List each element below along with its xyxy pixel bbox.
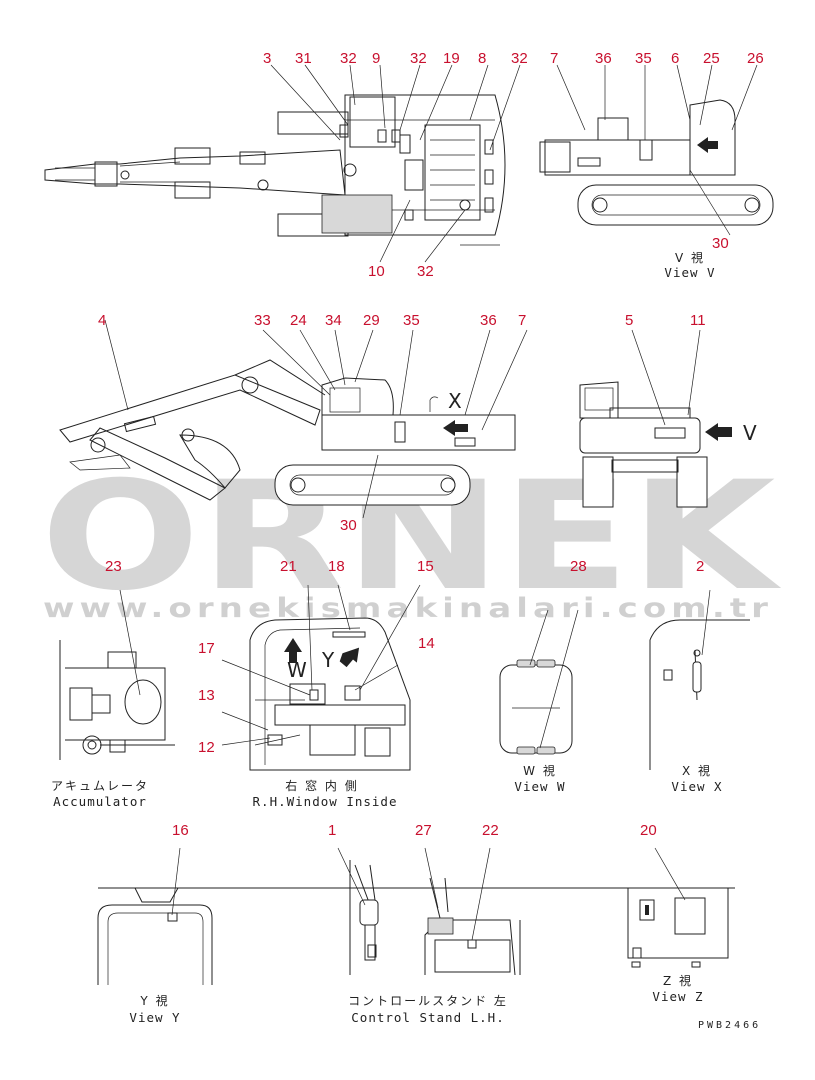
callout-10: 10 (368, 263, 385, 280)
rear-arrow-label: V (743, 421, 757, 445)
caption-control-stand-jp: コントロールスタンド 左 (348, 993, 508, 1008)
callout-5: 5 (625, 312, 633, 329)
callout-1: 1 (328, 822, 336, 839)
callout-23: 23 (105, 558, 122, 575)
window-letter-y: Y (321, 648, 335, 672)
view-x-drawing (649, 589, 750, 770)
caption-view-x-jp: X 視 (682, 763, 712, 778)
caption-view-w-jp: W 視 (523, 763, 557, 778)
callout-34: 34 (325, 312, 342, 329)
callout-35: 35 (403, 312, 420, 329)
callout-28: 28 (570, 558, 587, 575)
callout-32: 32 (340, 50, 357, 67)
callouts-rear-view: 5 11 (625, 312, 706, 329)
callout-36: 36 (595, 50, 612, 67)
callout-19: 19 (443, 50, 460, 67)
callout-12: 12 (198, 739, 215, 756)
callout-31: 31 (295, 50, 312, 67)
rear-view-drawing (579, 329, 732, 508)
callout-14: 14 (418, 635, 435, 652)
view-w-drawing (499, 609, 579, 755)
callout-9: 9 (372, 50, 380, 67)
callouts-side-view: 4 33 24 34 29 35 36 7 30 (98, 312, 526, 534)
callout-8: 8 (478, 50, 486, 67)
callout-16: 16 (172, 822, 189, 839)
callout-4: 4 (98, 312, 106, 329)
callout-22: 22 (482, 822, 499, 839)
callout-21: 21 (280, 558, 297, 575)
callout-15: 15 (417, 558, 434, 575)
callout-18: 18 (328, 558, 345, 575)
window-letter-w: W (287, 658, 307, 682)
callout-11: 11 (690, 312, 706, 329)
callout-32: 32 (410, 50, 427, 67)
rh-window-drawing (221, 584, 421, 771)
callout-27: 27 (415, 822, 432, 839)
callout-13: 13 (198, 687, 215, 704)
callouts-top-view: 3 31 32 9 32 19 8 32 10 32 (263, 50, 528, 280)
callout-29: 29 (363, 312, 380, 329)
callout-24: 24 (290, 312, 307, 329)
callout-30: 30 (340, 517, 357, 534)
callout-7: 7 (518, 312, 526, 329)
view-v-drawing (539, 64, 774, 236)
caption-view-x-en: View X (671, 779, 722, 794)
caption-view-y-jp: Y 視 (139, 993, 169, 1008)
callout-2: 2 (696, 558, 704, 575)
control-stand-drawing (337, 847, 521, 976)
callout-26: 26 (747, 50, 764, 67)
caption-rh-window-en: R.H.Window Inside (253, 794, 398, 809)
callout-32: 32 (511, 50, 528, 67)
captions: V 視 View V アキュムレータ Accumulator 右 窓 内 側 R… (51, 250, 761, 1031)
caption-rh-window-jp: 右 窓 内 側 (285, 778, 358, 793)
callout-7: 7 (550, 50, 558, 67)
caption-view-v-en: View V (664, 265, 715, 280)
callout-30: 30 (712, 235, 729, 252)
callout-33: 33 (254, 312, 271, 329)
side-view-drawing (59, 319, 528, 519)
callout-32: 32 (417, 263, 434, 280)
callout-6: 6 (671, 50, 679, 67)
caption-control-stand-en: Control Stand L.H. (351, 1010, 504, 1025)
callout-20: 20 (640, 822, 657, 839)
callout-17: 17 (198, 640, 215, 657)
drawing-code: PWB2466 (698, 1020, 761, 1031)
caption-accumulator-en: Accumulator (53, 794, 147, 809)
callouts-view-v: 7 36 35 6 25 26 30 (550, 50, 764, 252)
caption-view-z-jp: Z 視 (663, 973, 693, 988)
callouts-detail-views: 23 21 18 15 17 14 13 12 28 2 16 1 27 22 … (105, 558, 704, 839)
caption-view-v-jp: V 視 (675, 250, 705, 265)
callout-25: 25 (703, 50, 720, 67)
caption-view-w-en: View W (514, 779, 565, 794)
caption-accumulator-jp: アキュムレータ (51, 779, 149, 793)
accumulator-drawing (59, 589, 175, 760)
caption-view-y-en: View Y (129, 1010, 180, 1025)
side-letter-x: X (448, 389, 462, 413)
caption-view-z-en: View Z (652, 989, 703, 1004)
watermark-url: www.ornekismakinalari.com.tr (43, 593, 773, 624)
callout-36: 36 (480, 312, 497, 329)
view-z-drawing (627, 847, 729, 968)
callout-3: 3 (263, 50, 271, 67)
callout-35: 35 (635, 50, 652, 67)
top-view-drawing (44, 64, 521, 263)
